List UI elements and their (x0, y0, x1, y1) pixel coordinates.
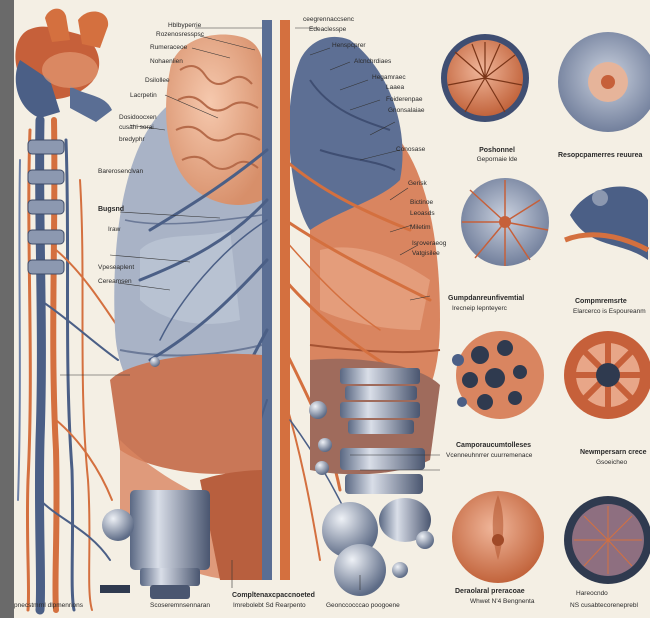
label: Vatgisilee (412, 250, 440, 258)
cross-section-dark-fibrous (564, 496, 650, 584)
label: Gepornaie lde (452, 156, 542, 164)
label: Irecneip lepnteyerc (452, 305, 507, 313)
label: Bictinoe (410, 199, 433, 207)
label: Vcenneuhnrrer cuurremenace (446, 452, 532, 460)
label: bredyphr (119, 136, 145, 144)
central-artery (280, 20, 290, 580)
label: Imrebolebt Sd Rearpento (233, 602, 306, 610)
label: Gumpdanreunfivemtial (448, 295, 524, 303)
label: Isroveraeog (412, 240, 446, 248)
label: Poshonnel (452, 147, 542, 155)
label: Alcnchrdiaes (354, 58, 391, 66)
label: Miletim (410, 224, 431, 232)
label: Conosase (396, 146, 425, 154)
label: ceegrennaccsenc (303, 16, 354, 24)
cross-section-orange-top (441, 34, 529, 122)
label: NS cusabtecoreneprebl (570, 602, 638, 610)
label: Resopcpamerres reuurea (558, 152, 642, 160)
label: Hblbyperrie (168, 22, 201, 30)
label: Deraolaral preracoae (455, 588, 525, 596)
label: Iraw (108, 226, 120, 234)
label: Scoseremnsennaran (150, 602, 210, 610)
label: Bugsnd (98, 206, 124, 214)
label: Barerosenclvan (98, 168, 143, 176)
label: Compltenaxcpaccnoeted (232, 592, 315, 600)
label: Nohaenlien (150, 58, 183, 66)
cross-section-segmented (564, 331, 650, 419)
label: Laaea (386, 84, 404, 92)
cross-section-bulb (452, 491, 544, 583)
label: Elarcerco is Espoureanm (573, 308, 646, 316)
label: Camporaucumtolleses (456, 442, 531, 450)
central-vein (262, 20, 272, 580)
label: Cereamsen (98, 278, 132, 286)
label: Newmpersarn crece (580, 449, 647, 457)
label: cusahi sorai (119, 124, 154, 132)
label: pnecstmrnl dlpmenrions (14, 602, 83, 610)
label: Gerisk (408, 180, 427, 188)
label: Hegamraec (372, 74, 406, 82)
label: Gsoeicheo (596, 459, 627, 467)
label: Geonccocccao poogoene (326, 602, 400, 610)
label: Hareocndo (576, 590, 608, 598)
label: Lacrpetin (130, 92, 157, 100)
label: Dosidoocxen (119, 114, 157, 122)
label: Whwet N'4 Bengnenta (470, 598, 534, 606)
label: Foiderenpae (386, 96, 423, 104)
cross-section-radial (461, 178, 549, 266)
label: Gnonsalaiae (388, 107, 425, 115)
label: Dsilollee (145, 77, 170, 85)
label: Compmremsrte (575, 298, 627, 306)
label: Henspcprer (332, 42, 366, 50)
label: Rozenosresspsc (156, 31, 204, 39)
label: Rumeraceoe (150, 44, 187, 52)
label: Leoasds (410, 210, 435, 218)
label: Vpeseaplent (98, 264, 134, 272)
label: Edeaclesspe (309, 26, 346, 34)
